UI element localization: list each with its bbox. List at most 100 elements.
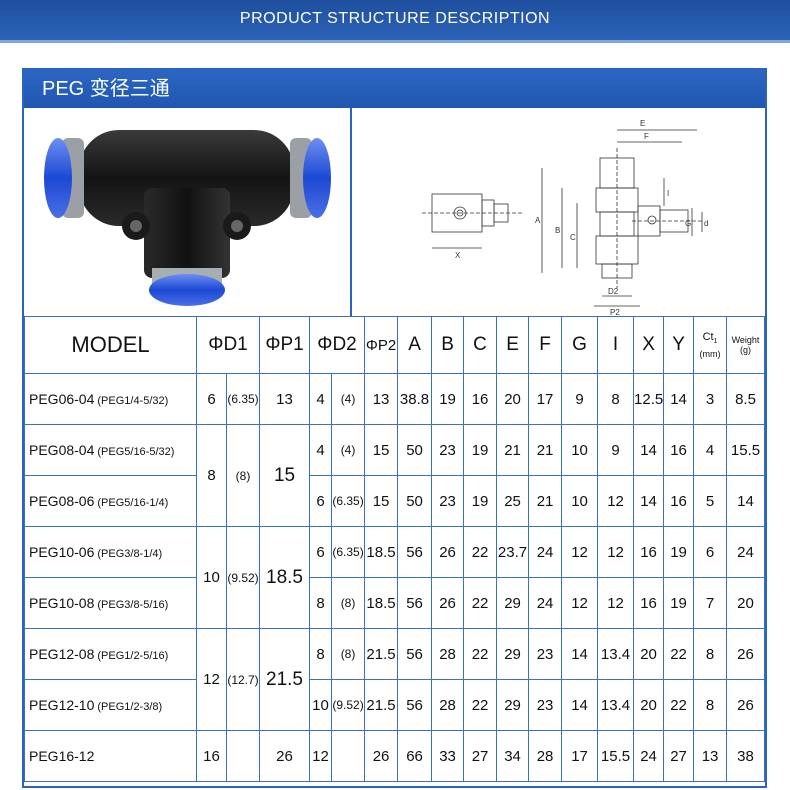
b-value: 33 xyxy=(431,730,465,782)
dimension-drawing: X E F A B xyxy=(422,119,708,316)
label-p2: P2 xyxy=(610,308,620,316)
ct-value: 4 xyxy=(693,424,728,476)
a-value: 56 xyxy=(397,628,433,680)
ct-value: 13 xyxy=(693,730,728,782)
c-value: 27 xyxy=(463,730,498,782)
header-ct-unit: (mm) xyxy=(699,348,721,359)
d1-value: 6 xyxy=(196,373,227,425)
d2-inch-value: (9.52) xyxy=(331,679,366,731)
header-y: Y xyxy=(663,316,695,374)
g-value: 17 xyxy=(561,730,599,782)
y-value: 27 xyxy=(663,730,695,782)
banner: PRODUCT STRUCTURE DESCRIPTION xyxy=(0,0,790,40)
c-value: 22 xyxy=(463,526,498,578)
d2-inch-value: (4) xyxy=(331,373,366,425)
f-value: 28 xyxy=(528,730,563,782)
d1-value: 12 xyxy=(196,628,227,731)
b-value: 23 xyxy=(431,475,465,527)
p1-value: 13 xyxy=(259,373,311,425)
header-a: A xyxy=(397,316,433,374)
d2-value: 4 xyxy=(309,424,333,476)
p1-value: 18.5 xyxy=(259,526,311,629)
p2-value: 15 xyxy=(364,424,399,476)
model-alt-code: (PEG3/8-1/4) xyxy=(97,548,163,560)
y-value: 14 xyxy=(663,373,695,425)
i-value: 9 xyxy=(597,424,635,476)
a-value: 50 xyxy=(397,475,433,527)
e-value: 29 xyxy=(496,679,530,731)
ct-value: 8 xyxy=(693,679,728,731)
y-value: 22 xyxy=(663,628,695,680)
a-value: 56 xyxy=(397,679,433,731)
p2-value: 26 xyxy=(364,730,399,782)
e-value: 20 xyxy=(496,373,530,425)
d2-value: 8 xyxy=(309,628,333,680)
header-d1: ΦD1 xyxy=(195,316,261,374)
f-value: 21 xyxy=(528,475,563,527)
y-value: 16 xyxy=(663,475,695,527)
w-value: 38 xyxy=(726,730,765,782)
model-alt-code: (PEG1/2-3/8) xyxy=(97,701,163,713)
w-value: 8.5 xyxy=(726,373,765,425)
g-value: 12 xyxy=(561,526,599,578)
p1-value: 21.5 xyxy=(259,628,311,731)
label-f: F xyxy=(644,132,649,141)
p2-value: 18.5 xyxy=(364,526,399,578)
model-cell: PEG08-04(PEG5/16-5/32) xyxy=(24,424,197,476)
p1-value: 15 xyxy=(259,424,311,527)
c-value: 19 xyxy=(463,475,498,527)
e-value: 29 xyxy=(496,628,530,680)
c-value: 19 xyxy=(463,424,498,476)
model-cell: PEG10-06(PEG3/8-1/4) xyxy=(24,526,197,578)
f-value: 23 xyxy=(528,628,563,680)
banner-divider xyxy=(0,40,790,43)
b-value: 19 xyxy=(431,373,465,425)
p2-value: 13 xyxy=(364,373,399,425)
c-value: 22 xyxy=(463,577,498,629)
c-value: 16 xyxy=(463,373,498,425)
i-value: 12 xyxy=(597,577,635,629)
model-cell: PEG12-08(PEG1/2-5/16) xyxy=(24,628,197,680)
d1-inch-value: (9.52) xyxy=(225,526,261,629)
d2-inch-value: (8) xyxy=(331,577,366,629)
a-value: 66 xyxy=(397,730,433,782)
model-cell: PEG10-08(PEG3/8-5/16) xyxy=(24,577,197,629)
y-value: 19 xyxy=(663,526,695,578)
d1-inch-value: (12.7) xyxy=(225,628,261,731)
p2-value: 15 xyxy=(364,475,399,527)
model-alt-code: (PEG5/16-5/32) xyxy=(97,446,175,458)
model-code: PEG06-04 xyxy=(29,391,95,407)
w-value: 14 xyxy=(726,475,765,527)
header-model: MODEL xyxy=(24,316,197,374)
g-value: 10 xyxy=(561,475,599,527)
x-value: 20 xyxy=(633,628,665,680)
header-c: C xyxy=(463,316,498,374)
p2-value: 21.5 xyxy=(364,628,399,680)
header-weight-unit: (g) xyxy=(740,345,752,355)
e-value: 25 xyxy=(496,475,530,527)
b-value: 28 xyxy=(431,679,465,731)
w-value: 24 xyxy=(726,526,765,578)
d2-inch-value xyxy=(331,730,366,782)
label-a: A xyxy=(535,216,541,225)
ct-value: 7 xyxy=(693,577,728,629)
e-value: 34 xyxy=(496,730,530,782)
b-value: 23 xyxy=(431,424,465,476)
ct-value: 5 xyxy=(693,475,728,527)
a-value: 56 xyxy=(397,526,433,578)
product-photo xyxy=(24,108,352,316)
e-value: 21 xyxy=(496,424,530,476)
d2-value: 10 xyxy=(309,679,333,731)
label-c: C xyxy=(570,233,576,242)
w-value: 20 xyxy=(726,577,765,629)
x-value: 14 xyxy=(633,424,665,476)
f-value: 24 xyxy=(528,526,563,578)
header-weight-label: Weight xyxy=(731,335,760,345)
header-ct-sub: 1 xyxy=(713,338,718,346)
a-value: 38.8 xyxy=(397,373,433,425)
a-value: 56 xyxy=(397,577,433,629)
